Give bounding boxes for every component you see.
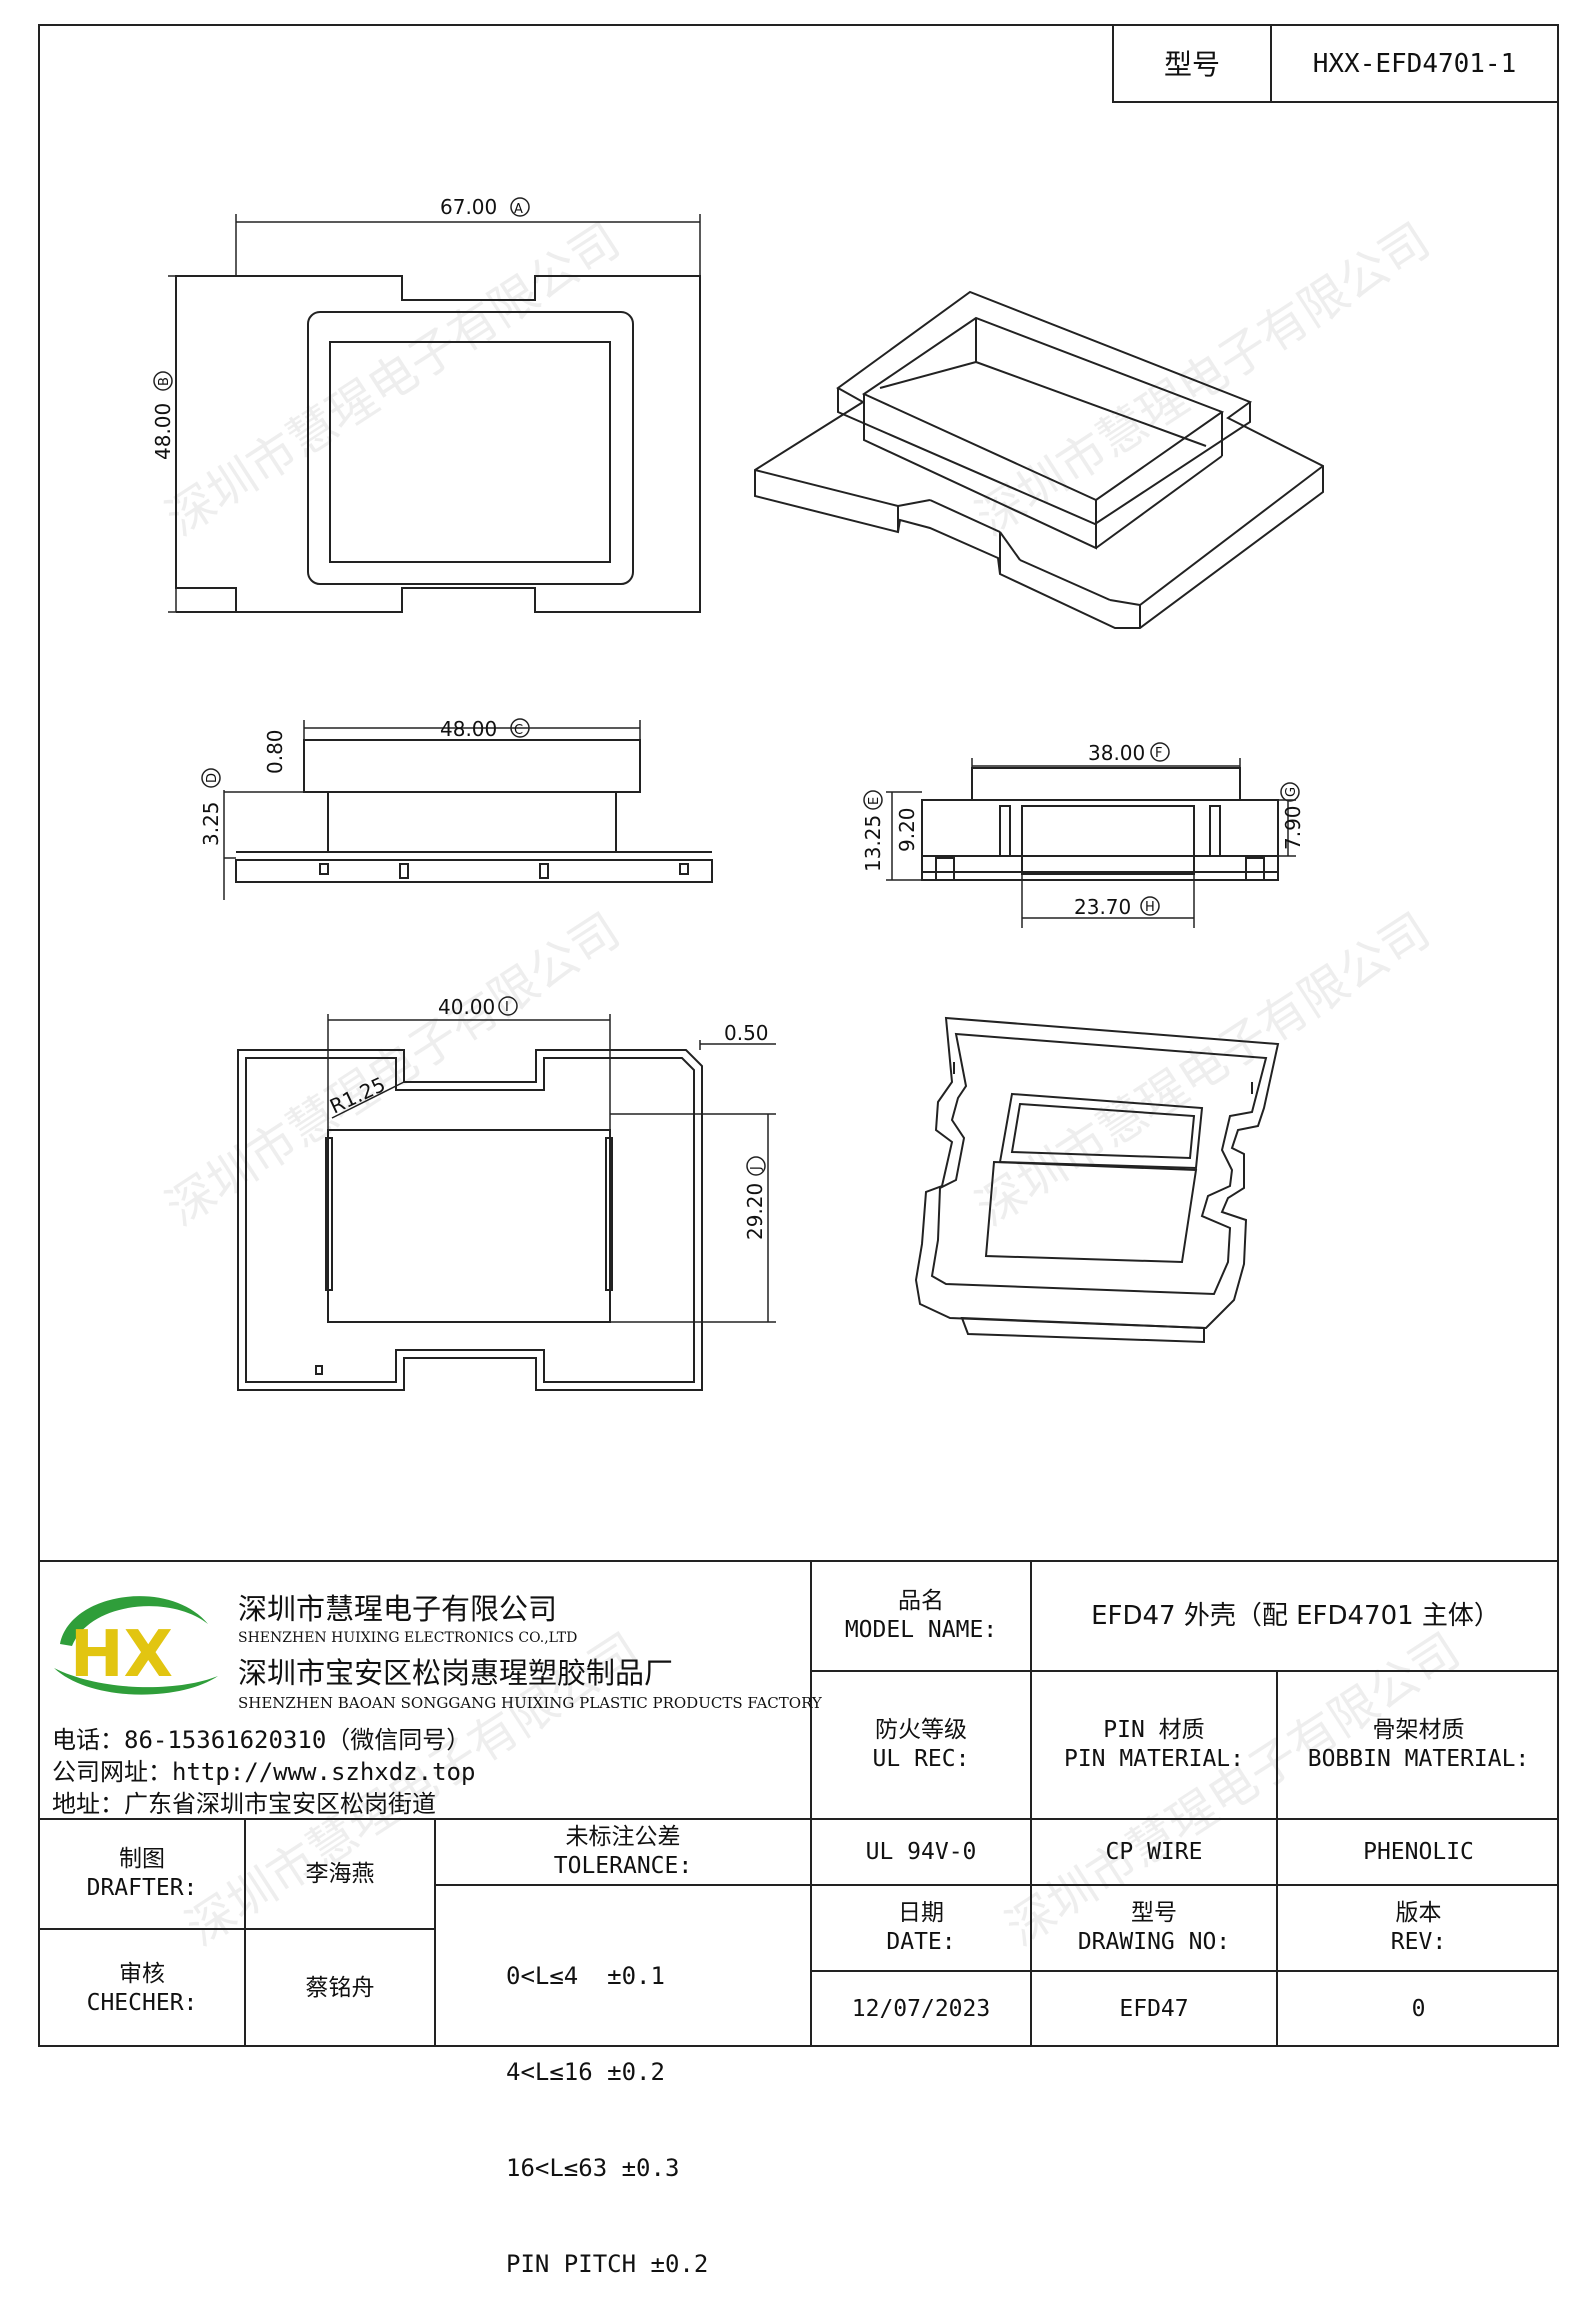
model-name-value: EFD47 外壳（配 EFD4701 主体） [1091,1600,1500,1631]
company-website: 公司网址：http://www.szhxdz.top [52,1758,476,1786]
company-logo: HX [54,1596,218,1695]
bobbin-material-value: PHENOLIC [1363,1838,1474,1865]
header-model-label: 型号 [1163,47,1220,81]
dim-bottom-width-tag: I [505,1000,509,1015]
drafter-name: 李海燕 [305,1860,375,1887]
date-value: 12/07/2023 [851,1996,991,2023]
dim-end-right: 7.90 [1281,805,1305,850]
company-name-en: SHENZHEN HUIXING ELECTRONICS CO.,LTD [238,1630,578,1646]
dim-side-top-thk: 0.80 [263,729,287,774]
dim-bottom-height-tag: J [749,1166,764,1171]
tolerance-item: 16<L≤63 ±0.3 [506,2154,680,2182]
company-name-cn: 深圳市慧瑆电子有限公司 [238,1592,558,1626]
ul-rec-value: UL 94V-0 [865,1838,977,1865]
drawing-frame [38,24,1559,2047]
dim-bottom-width: 40.00 [438,995,495,1019]
dim-top-width: 67.00 [440,195,497,219]
dim-end-bottom-tag: H [1145,900,1155,915]
dim-top-height: 48.00 [151,403,175,460]
dimension-labels: 67.00 A 48.00 B 48.00 C 0.80 3.25 D 38.0… [151,195,1305,1240]
end-view [886,758,1296,928]
iso-view-top [754,290,1324,629]
dim-top-height-tag: B [157,377,172,386]
dim-end-width: 38.00 [1088,741,1145,765]
logo-swoosh-bottom [54,1668,218,1695]
dim-bottom-height: 29.20 [743,1183,767,1240]
dim-end-total: 13.25 [861,815,885,872]
dim-end-total-tag: E [867,797,882,805]
tolerance-list: 0<L≤4 ±0.1 4<L≤16 ±0.2 16<L≤63 ±0.3 PIN … [506,1896,708,2312]
dim-end-right-tag: G [1284,787,1299,797]
dim-end-mid: 9.20 [895,807,919,852]
dim-bottom-radius: R1.25 [326,1072,389,1118]
factory-name-cn: 深圳市宝安区松岗惠瑆塑胶制品厂 [238,1656,674,1690]
tolerance-item: PIN PITCH ±0.2 [506,2250,709,2278]
tolerance-item: 4<L≤16 ±0.2 [506,2058,665,2086]
company-phone: 电话：86-15361620310（微信同号） [52,1726,471,1754]
dim-end-bottom: 23.70 [1074,895,1131,919]
dim-top-width-tag: A [514,202,523,217]
logo-letters: HX [70,1618,173,1692]
tolerance-item: 0<L≤4 ±0.1 [506,1962,665,1990]
top-view-outline [168,214,701,613]
technical-drawing: 67.00 A 48.00 B 48.00 C 0.80 3.25 D 38.0… [151,195,1324,1391]
rev-value: 0 [1411,1996,1426,2023]
bottom-view [237,1014,776,1391]
dim-side-width: 48.00 [440,717,497,741]
side-view [223,720,713,900]
company-address: 地址：广东省深圳市宝安区松岗街道 [52,1790,436,1818]
pin-material-value: CP WIRE [1105,1838,1203,1865]
dim-side-height-tag: D [205,773,220,783]
dim-end-width-tag: F [1155,746,1162,761]
factory-name-en: SHENZHEN BAOAN SONGGANG HUIXING PLASTIC … [238,1694,822,1712]
drawing-no-value: EFD47 [1119,1996,1189,2023]
logo-swoosh-top [60,1596,208,1646]
iso-view-bottom [914,1016,1280,1344]
dim-bottom-gap: 0.50 [724,1021,769,1045]
header-model-box [1112,24,1559,103]
dim-side-width-tag: C [514,723,523,738]
dim-side-height: 3.25 [199,801,223,846]
header-model-value: HXX-EFD4701-1 [1312,48,1517,79]
checker-name: 蔡铭舟 [305,1975,375,2002]
